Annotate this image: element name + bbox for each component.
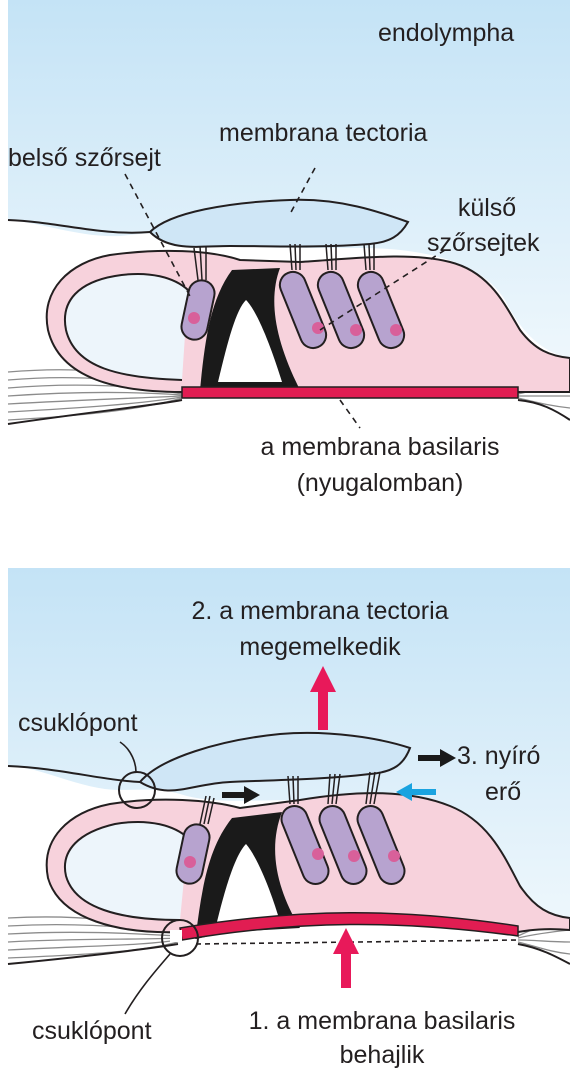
basilar-membrane bbox=[181, 386, 519, 399]
basilar-bends-label-line1: 1. a membrana basilaris bbox=[248, 1007, 516, 1035]
hinge-circle-icon bbox=[118, 771, 156, 809]
outer-hair-cell bbox=[280, 775, 330, 885]
tectorial-membrane bbox=[138, 731, 412, 792]
outer-hair-cell bbox=[318, 773, 368, 885]
right-arrow-icon bbox=[418, 749, 456, 767]
stimulated-state-diagram bbox=[7, 568, 570, 1015]
outer-hair-cell bbox=[356, 243, 406, 350]
tectorial-rises-label-line1: 2. a membrana tectoria bbox=[191, 597, 449, 625]
basilar-membrane-label-line2: (nyugalomban) bbox=[296, 469, 464, 497]
outer-hair-cell bbox=[356, 771, 406, 885]
outer-hair-cell bbox=[278, 243, 328, 350]
tectorial-rises-label-line2: megemelkedik bbox=[239, 633, 401, 661]
right-arrow-icon bbox=[222, 786, 260, 804]
inner-hair-cell-label: belső szőrsejt bbox=[8, 144, 161, 172]
leader-lines bbox=[124, 167, 446, 429]
outer-hair-cells-label-line1: külső bbox=[457, 194, 517, 222]
basilar-membrane bbox=[179, 911, 519, 941]
left-arrow-icon bbox=[396, 783, 436, 801]
tunnel-of-corti bbox=[216, 844, 280, 926]
tunnel-of-corti bbox=[218, 300, 282, 382]
up-arrow-icon bbox=[310, 666, 336, 730]
resting-state-panel: endolympha membrana tectoria belső szőrs… bbox=[0, 0, 570, 520]
hinge-circle-icon bbox=[161, 919, 199, 957]
hinge-point-label-top: csuklópont bbox=[18, 709, 138, 737]
basilar-bends-label-line2: behajlik bbox=[339, 1041, 425, 1069]
up-arrow-icon bbox=[333, 928, 359, 988]
tectorial-membrane bbox=[148, 198, 410, 248]
shear-force-label-line1: 3. nyíró bbox=[457, 742, 541, 770]
membrana-tectoria-label: membrana tectoria bbox=[219, 119, 428, 147]
basilar-membrane-label-line1: a membrana basilaris bbox=[260, 433, 500, 461]
outer-hair-cell bbox=[316, 243, 366, 350]
inner-hair-cell bbox=[175, 795, 215, 885]
endolympha-label: endolympha bbox=[378, 19, 515, 47]
stimulated-state-panel: 2. a membrana tectoria megemelkedik csuk… bbox=[0, 568, 570, 1075]
outer-hair-cells-label-line2: szőrsejtek bbox=[427, 229, 540, 257]
shear-force-label-line2: erő bbox=[485, 778, 522, 806]
resting-state-diagram bbox=[7, 0, 570, 429]
endolymph-region bbox=[8, 0, 570, 358]
hinge-point-label-bottom: csuklópont bbox=[32, 1017, 152, 1045]
